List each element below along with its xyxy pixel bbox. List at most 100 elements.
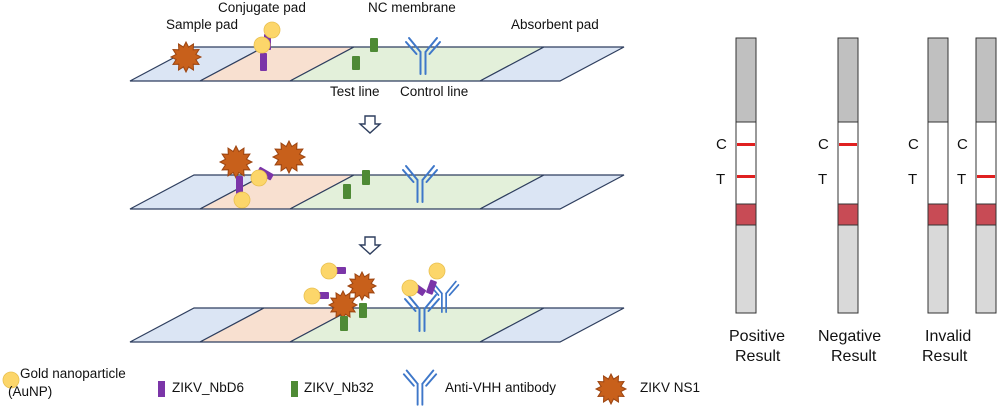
legend-layer (2, 369, 628, 406)
label-test-line: Test line (330, 84, 380, 99)
gold-nanoparticle-icon (303, 287, 321, 305)
legend-gold-nanoparticle-label-1: Gold nanoparticle (20, 366, 126, 381)
strip-top-gray (837, 37, 859, 123)
antibody-stem (418, 308, 426, 332)
nbd6-bar (236, 176, 243, 194)
positive-result-strip (735, 37, 757, 314)
positive-caption-2: Result (735, 348, 781, 365)
invalid2-t-label: T (957, 171, 966, 188)
strip-top-gray (735, 37, 757, 123)
test-strip-2 (129, 174, 625, 210)
label-conjugate-pad: Conjugate pad (218, 0, 306, 15)
test-strip-1 (129, 46, 625, 82)
antibody-stem (416, 382, 424, 406)
nb32-bar (340, 316, 348, 331)
negative-caption-2: Result (831, 348, 877, 365)
anti-vhh-antibody-legend-icon (402, 369, 438, 406)
antibody-right-arm (423, 294, 440, 312)
down-arrow-shape (358, 236, 382, 255)
absorbent-pad (479, 307, 625, 343)
nbd6-bar (260, 53, 267, 71)
strip-sample-zone (927, 203, 949, 226)
gold-nanoparticle-icon (401, 279, 419, 297)
strip-sample-zone (837, 203, 859, 226)
absorbent-pad (479, 46, 625, 82)
invalid-result-strip-1 (927, 37, 949, 314)
invalid2-c-label: C (957, 136, 968, 153)
gold-nanoparticle-icon (263, 21, 281, 39)
negative-c-label: C (818, 136, 829, 153)
antibody-right-arm (445, 280, 460, 296)
absorbent-pad (479, 174, 625, 210)
ns1-icon (169, 40, 203, 74)
invalid-caption-2: Result (922, 348, 968, 365)
antibody-stem (416, 179, 424, 203)
anti-vhh-antibody-icon (404, 294, 440, 332)
positive-c-label: C (716, 136, 727, 153)
invalid-result-strip-2 (975, 37, 997, 314)
strips-layer (129, 46, 625, 343)
antibody-left-arm (404, 294, 421, 312)
nb32-bar (343, 184, 351, 199)
strip-read-window (927, 121, 949, 205)
antibody-right-arm (421, 165, 438, 183)
label-nc-membrane: NC membrane (368, 0, 456, 15)
antibody-left-arm (402, 369, 419, 387)
invalid1-t-label: T (908, 171, 917, 188)
legend-anti-vhh-label: Anti-VHH antibody (445, 380, 556, 395)
label-control-line: Control line (400, 84, 468, 99)
label-sample-pad: Sample pad (166, 17, 238, 32)
label-absorbent-pad: Absorbent pad (511, 17, 599, 32)
negative-t-label: T (818, 171, 827, 188)
control-line-band (839, 143, 857, 146)
down-arrow-icon (358, 236, 382, 255)
strip-read-window (837, 121, 859, 205)
positive-t-label: T (716, 171, 725, 188)
ns1-icon (346, 270, 378, 302)
gold-nanoparticle-icon (250, 169, 268, 187)
strip-top-gray (975, 37, 997, 123)
gold-nanoparticle-icon (428, 262, 446, 280)
ns1-icon (271, 139, 307, 175)
nb32-bar (362, 170, 370, 185)
strip-bottom-gray (837, 224, 859, 314)
nbd6-legend-icon (158, 381, 165, 397)
invalid-caption-1: Invalid (925, 328, 971, 345)
strip-read-window (975, 121, 997, 205)
down-arrow-shape (358, 115, 382, 134)
strip-bottom-gray (735, 224, 757, 314)
antibody-stem (441, 292, 447, 313)
strip-sample-zone (735, 203, 757, 226)
positive-caption-1: Positive (729, 328, 785, 345)
nb32-bar (352, 56, 360, 70)
strip-top-gray (927, 37, 949, 123)
strip-sample-zone (975, 203, 997, 226)
strip-bottom-gray (927, 224, 949, 314)
nb32-legend-icon (291, 381, 298, 397)
legend-nb32-label: ZIKV_Nb32 (304, 380, 374, 395)
results-layer (735, 37, 997, 314)
legend-ns1-label: ZIKV NS1 (640, 380, 700, 395)
anti-vhh-antibody-icon (405, 37, 441, 75)
antibody-left-arm (405, 37, 422, 55)
antibody-right-arm (424, 37, 441, 55)
antibody-right-arm (421, 369, 438, 387)
control-line-band (737, 143, 755, 146)
test-strip-3 (129, 307, 625, 343)
gold-nanoparticle-legend-icon (2, 371, 20, 389)
nb32-bar (370, 38, 378, 52)
gold-nanoparticle-icon (253, 36, 271, 54)
invalid1-c-label: C (908, 136, 919, 153)
ns1-icon (218, 144, 254, 180)
test-line-band (977, 175, 995, 178)
negative-caption-1: Negative (818, 328, 881, 345)
anti-vhh-antibody-icon (402, 165, 438, 203)
antibody-stem (419, 51, 427, 75)
legend-nbd6-label: ZIKV_NbD6 (172, 380, 244, 395)
gold-nanoparticle-icon (233, 191, 251, 209)
legend-gold-nanoparticle-label-2: (AuNP) (8, 384, 52, 399)
negative-result-strip (837, 37, 859, 314)
nbd6-bar (426, 279, 437, 295)
ns1-legend-icon (594, 372, 628, 406)
test-line-band (737, 175, 755, 178)
